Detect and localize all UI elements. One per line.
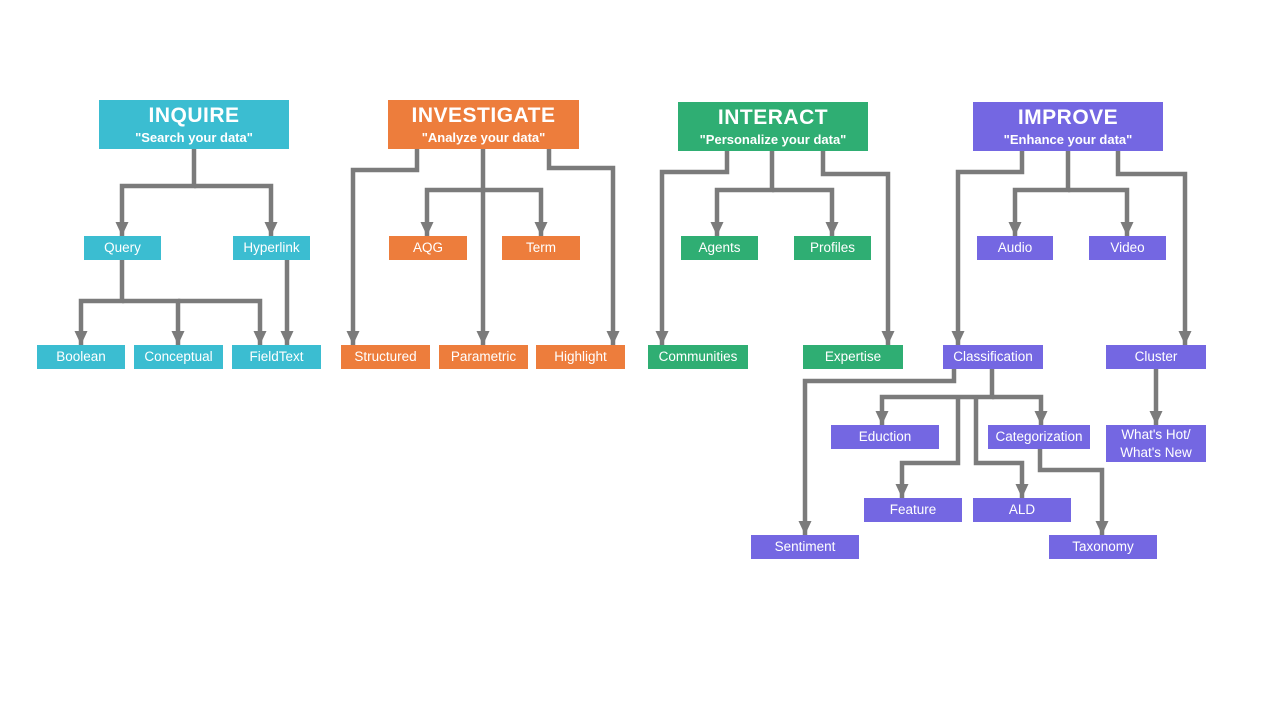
edge-classification-sentiment bbox=[798, 365, 957, 535]
node-whats-hot: What's Hot/ What's New bbox=[1106, 425, 1206, 462]
node-communities: Communities bbox=[648, 345, 748, 369]
edge-improve-video bbox=[1068, 187, 1134, 236]
node-taxonomy: Taxonomy bbox=[1049, 535, 1157, 559]
branch-header-inquire: INQUIRE "Search your data" bbox=[99, 100, 289, 149]
node-categorization: Categorization bbox=[988, 425, 1090, 449]
node-query: Query bbox=[84, 236, 161, 260]
node-conceptual: Conceptual bbox=[134, 345, 223, 369]
node-eduction: Eduction bbox=[831, 425, 939, 449]
edge-classification-ald bbox=[973, 397, 1029, 498]
branch-title: INVESTIGATE bbox=[411, 104, 556, 128]
branch-header-improve: IMPROVE "Enhance your data" bbox=[973, 102, 1163, 151]
branch-subtitle: "Enhance your data" bbox=[1003, 131, 1133, 147]
edge-investigate-structured bbox=[346, 145, 420, 345]
branch-subtitle: "Analyze your data" bbox=[421, 129, 546, 145]
node-cluster: Cluster bbox=[1106, 345, 1206, 369]
edge-improve-cluster bbox=[1115, 147, 1192, 345]
node-audio: Audio bbox=[977, 236, 1053, 260]
edge-investigate-highlight bbox=[546, 145, 620, 345]
node-profiles: Profiles bbox=[794, 236, 871, 260]
branch-header-investigate: INVESTIGATE "Analyze your data" bbox=[388, 100, 579, 149]
edge-inquire-query bbox=[115, 145, 197, 236]
edge-classification-eduction bbox=[875, 365, 995, 425]
edge-improve-classification bbox=[951, 147, 1025, 345]
edge-categorization-taxonomy bbox=[1037, 445, 1109, 535]
node-boolean: Boolean bbox=[37, 345, 125, 369]
node-parametric: Parametric bbox=[439, 345, 528, 369]
edge-improve-audio bbox=[1008, 147, 1071, 236]
node-classification: Classification bbox=[943, 345, 1043, 369]
node-hyperlink: Hyperlink bbox=[233, 236, 310, 260]
edge-classification-categorization bbox=[992, 394, 1048, 425]
edge-interact-expertise bbox=[820, 147, 895, 345]
edge-inquire-hyperlink bbox=[194, 183, 278, 236]
node-structured: Structured bbox=[341, 345, 430, 369]
node-aqg: AQG bbox=[389, 236, 467, 260]
node-sentiment: Sentiment bbox=[751, 535, 859, 559]
node-feature: Feature bbox=[864, 498, 962, 522]
branch-header-interact: INTERACT "Personalize your data" bbox=[678, 102, 868, 151]
node-fieldtext: FieldText bbox=[232, 345, 321, 369]
edge-interact-profiles bbox=[772, 187, 839, 236]
edge-classification-feature bbox=[895, 397, 961, 498]
edge-investigate-aqg bbox=[420, 187, 483, 236]
branch-title: INQUIRE bbox=[148, 104, 240, 128]
branch-subtitle: "Search your data" bbox=[135, 129, 253, 145]
node-agents: Agents bbox=[681, 236, 758, 260]
edge-investigate-term bbox=[483, 187, 548, 236]
edge-query-boolean bbox=[74, 256, 125, 345]
node-term: Term bbox=[502, 236, 580, 260]
edge-interact-agents bbox=[710, 147, 775, 236]
branch-subtitle: "Personalize your data" bbox=[699, 131, 847, 147]
node-expertise: Expertise bbox=[803, 345, 903, 369]
edge-interact-communities bbox=[655, 147, 730, 345]
branch-title: INTERACT bbox=[717, 106, 829, 130]
edge-query-fieldtext bbox=[178, 298, 267, 345]
node-highlight: Highlight bbox=[536, 345, 625, 369]
branch-title: IMPROVE bbox=[1017, 106, 1119, 130]
node-video: Video bbox=[1089, 236, 1166, 260]
edge-query-conceptual bbox=[122, 298, 185, 345]
node-ald: ALD bbox=[973, 498, 1071, 522]
